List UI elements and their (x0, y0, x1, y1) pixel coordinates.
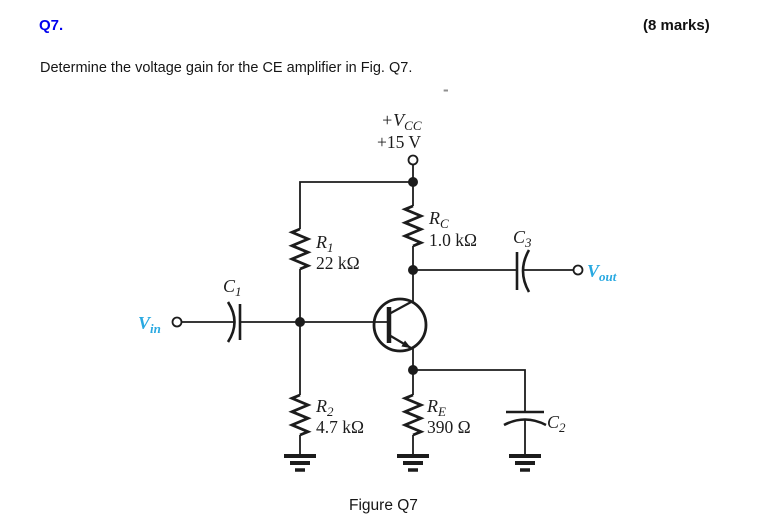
vin-terminal (171, 316, 183, 328)
question-number: Q7. (39, 17, 64, 34)
transistor-npn-icon (372, 297, 428, 353)
r1-label: R1 (315, 232, 334, 255)
capacitor-c3 (515, 249, 531, 293)
rc-value: 1.0 kΩ (429, 230, 477, 250)
vout-terminal (572, 264, 584, 276)
r1-value: 22 kΩ (316, 253, 360, 273)
r2-value: 4.7 kΩ (316, 417, 364, 437)
vin-label: Vin (138, 313, 161, 336)
ground-icon-re (397, 454, 429, 472)
r2-label: R2 (315, 396, 334, 419)
rc-label: RC (428, 208, 449, 231)
c1-curved-plate (226, 301, 236, 343)
vcc-voltage: +15 V (377, 132, 421, 152)
junction-vcc-rail (408, 177, 418, 187)
re-label: RE (426, 396, 446, 419)
c3-label: C3 (513, 227, 532, 250)
re-value: 390 Ω (427, 417, 471, 437)
wire-emitter-to-c2 (413, 369, 526, 412)
c2-label: C2 (547, 412, 566, 435)
ground-icon-c2 (509, 454, 541, 472)
transistor-body (372, 297, 428, 353)
junction-collector-node (408, 265, 418, 275)
c3-curved-plate (521, 249, 531, 293)
emitter-arrow-icon (401, 340, 411, 348)
wire-top-rail (299, 181, 413, 229)
stray-mark: - (443, 80, 449, 99)
c2-curved-plate (503, 418, 547, 427)
junction-base-node (295, 317, 305, 327)
resistor-rc (401, 204, 425, 248)
vcc-terminal (407, 154, 419, 166)
question-prompt: Determine the voltage gain for the CE am… (40, 60, 413, 76)
marks-label: (8 marks) (643, 17, 710, 34)
vcc-label: +VCC (381, 110, 422, 133)
vout-label: Vout (587, 261, 617, 284)
resistor-r2 (288, 393, 312, 437)
capacitor-c2 (503, 410, 547, 427)
figure-caption: Figure Q7 (349, 497, 418, 514)
resistor-re (401, 393, 425, 437)
capacitor-c1 (226, 301, 242, 343)
ground-icon-r2 (284, 454, 316, 472)
resistor-r1 (288, 227, 312, 271)
junction-emitter-node (408, 365, 418, 375)
c1-label: C1 (223, 276, 242, 299)
transistor-collector-lead (388, 300, 413, 315)
